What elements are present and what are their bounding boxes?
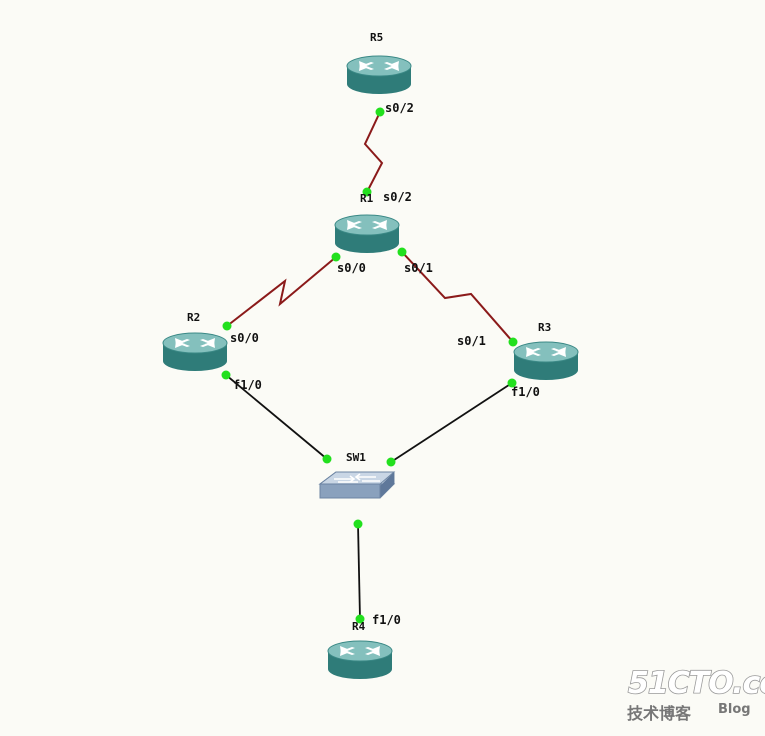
- link-r2-sw1: [225, 374, 328, 460]
- port-dot-sw1-r4-a: [353, 519, 363, 529]
- port-label-r5-r1-b: s0/2: [383, 190, 412, 204]
- port-dot-r2-sw1-a: [221, 370, 231, 380]
- link-sw1-r4: [357, 523, 361, 620]
- link-r3-sw1: [390, 382, 513, 463]
- link-r5-r1: [363, 111, 384, 193]
- port-label-r1-r3-b: s0/1: [457, 334, 486, 348]
- port-label-r1-r3-a: s0/1: [404, 261, 433, 275]
- port-dot-r1-r3-b: [508, 337, 518, 347]
- watermark-subtitle: 技术博客: [627, 704, 692, 723]
- port-label-r1-r2-a: s0/0: [337, 261, 366, 275]
- links-layer: [225, 111, 514, 620]
- port-label-r3-sw1-a: f1/0: [511, 385, 540, 399]
- port-label-sw1-r4-b: f1/0: [372, 613, 401, 627]
- watermark-brand: 51CTO.com: [628, 666, 765, 701]
- device-label-sw1: SW1: [346, 451, 366, 464]
- link-r1-r2: [226, 256, 337, 327]
- router-icon-r1[interactable]: [334, 214, 400, 254]
- router-icon-r2[interactable]: [162, 332, 228, 372]
- watermark-51cto-logo: 51CTO.com 技术博客 Blog: [627, 665, 765, 723]
- device-label-r5: R5: [370, 31, 383, 44]
- link-r1-r3: [401, 251, 514, 343]
- port-dot-r1-r2-a: [331, 252, 341, 262]
- device-label-r4: R4: [352, 620, 366, 633]
- port-dot-r2-sw1-b: [322, 454, 332, 464]
- port-label-r2-sw1-a: f1/0: [233, 378, 262, 392]
- port-label-r1-r2-b: s0/0: [230, 331, 259, 345]
- switch-icon-sw1[interactable]: [319, 471, 395, 499]
- port-dot-sw1-r4-b: [355, 614, 365, 624]
- router-icon-r4[interactable]: [327, 640, 393, 680]
- port-dot-r1-r3-a: [397, 247, 407, 257]
- device-label-r2: R2: [187, 311, 200, 324]
- port-dot-r3-sw1-b: [386, 457, 396, 467]
- router-icon-r5[interactable]: [346, 55, 412, 95]
- labels-layer: s0/2 s0/2 s0/0 s0/0 s0/1 s0/1 f1/0 f1/0 f1/0 R5R1…: [187, 31, 551, 633]
- device-label-r3: R3: [538, 321, 551, 334]
- port-label-r5-r1-a: s0/2: [385, 101, 414, 115]
- port-dot-r5-r1-a: [375, 107, 385, 117]
- watermark-blog: Blog: [718, 702, 751, 717]
- port-dot-r3-sw1-a: [507, 378, 517, 388]
- device-label-r1: R1: [360, 192, 374, 205]
- port-dots-layer: [221, 107, 518, 624]
- port-dot-r5-r1-b: [362, 187, 372, 197]
- router-icon-r3[interactable]: [513, 341, 579, 381]
- port-dot-r1-r2-b: [222, 321, 232, 331]
